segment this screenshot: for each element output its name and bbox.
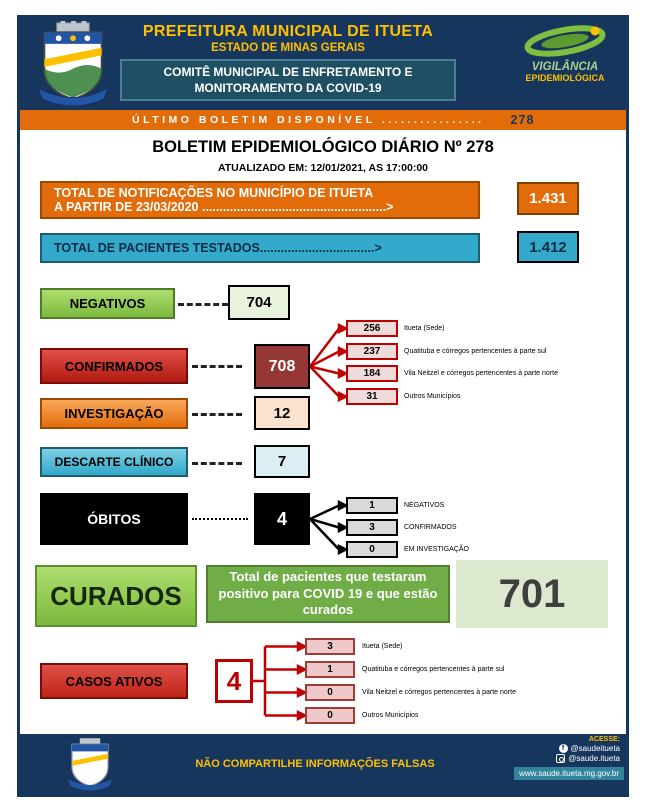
footer-social-block: ACESSE: f @saudeitueta @saude.itueta www… [474, 736, 624, 781]
active-cases-label: CASOS ATIVOS [40, 663, 188, 699]
deaths-confirmed-label: CONFIRMADOS [404, 524, 457, 531]
confirmed-quatituba-value: 237 [346, 343, 398, 360]
confirmed-breakdown-arrows [310, 322, 346, 403]
investigation-label: INVESTIGAÇÃO [40, 398, 188, 429]
deaths-value: 4 [254, 493, 310, 545]
committee-banner: COMITÊ MUNICIPAL DE ENFRETAMENTO E MONIT… [120, 59, 456, 102]
confirmed-itueta-value: 256 [346, 320, 398, 337]
access-label: ACESSE: [588, 736, 620, 743]
deaths-connector [192, 518, 248, 520]
negatives-label: NEGATIVOS [40, 288, 175, 319]
city-hall-title: PREFEITURA MUNICIPAL DE ITUETA [142, 23, 434, 40]
total-notifications-value: 1.431 [517, 182, 579, 215]
clinical-discard-value: 7 [254, 445, 310, 478]
facebook-handle-text: @saudeitueta [570, 744, 621, 753]
investigation-value: 12 [254, 396, 310, 430]
clinical-discard-label: DESCARTE CLÍNICO [40, 447, 188, 477]
state-subtitle: ESTADO DE MINAS GERAIS [211, 42, 365, 54]
website-link[interactable]: www.saude.itueta.mg.gov.br [514, 767, 624, 780]
committee-line1: COMITÊ MUNICIPAL DE ENFRETAMENTO E [163, 65, 413, 79]
bulletin-title: BOLETIM EPIDEMIOLÓGICO DIÁRIO Nº 278 [152, 138, 494, 156]
header: PREFEITURA MUNICIPAL DE ITUETA ESTADO DE… [20, 18, 626, 130]
active-cases-breakdown-arrows [253, 640, 305, 722]
active-other-cities-label: Outros Municípios [362, 712, 419, 719]
deaths-breakdown-arrows [310, 499, 346, 556]
active-quatituba-label: Quatituba e córregos pertencentes à part… [362, 666, 505, 673]
deaths-label: ÓBITOS [40, 493, 188, 545]
total-tested-value: 1.412 [517, 231, 579, 263]
total-tested-bar: TOTAL DE PACIENTES TESTADOS.............… [40, 233, 480, 263]
cured-label: CURADOS [35, 565, 197, 627]
committee-line2: MONITORAMENTO DA COVID-19 [194, 81, 382, 96]
deaths-investigation-label: EM INVESTIGAÇÃO [404, 546, 469, 553]
municipal-coat-of-arms [36, 21, 110, 107]
confirmed-connector [192, 365, 242, 368]
total-notifications-bar: TOTAL DE NOTIFICAÇÕES NO MUNICÍPIO DE IT… [40, 181, 480, 219]
epidemiological-surveillance-logo: VIGILÂNCIA EPIDEMIOLÓGICA [508, 24, 622, 83]
negatives-value: 704 [228, 285, 290, 320]
instagram-handle-text: @saude.itueta [568, 754, 620, 763]
last-bulletin-label: ÚLTIMO BOLETIM DISPONÍVEL ..............… [132, 114, 485, 126]
deaths-negatives-value: 1 [346, 497, 398, 514]
deaths-confirmed-value: 3 [346, 519, 398, 536]
green-swoosh-icon [524, 25, 606, 57]
active-vila-neitzel-label: Vila Neitzel e córregos pertencentes à p… [362, 689, 516, 696]
confirmed-quatituba-label: Quatituba e córregos pertencentes à part… [404, 348, 547, 355]
deaths-investigation-value: 0 [346, 541, 398, 558]
vigilancia-label: VIGILÂNCIA [531, 61, 599, 73]
last-bulletin-number: 278 [510, 113, 535, 127]
notifications-label-line1: TOTAL DE NOTIFICAÇÕES NO MUNICÍPIO DE IT… [54, 186, 374, 200]
epidemiologica-label: EPIDEMIOLÓGICA [525, 73, 605, 83]
active-itueta-value: 3 [305, 638, 355, 655]
active-itueta-label: Itueta (Sede) [362, 643, 403, 650]
confirmed-vila-neitzel-label: Vila Neitzel e córregos pertencentes à p… [404, 370, 558, 377]
cured-description: Total de pacientes que testaram positivo… [206, 565, 450, 623]
bulletin-updated-timestamp: ATUALIZADO EM: 12/01/2021, AS 17:00:00 [217, 162, 429, 174]
footer-coat-of-arms [67, 738, 113, 791]
bulletin-page: PREFEITURA MUNICIPAL DE ITUETA ESTADO DE… [17, 15, 629, 797]
footer: NÃO COMPARTILHE INFORMAÇÕES FALSAS ACESS… [20, 734, 626, 794]
investigation-connector [192, 413, 242, 416]
cured-value: 701 [456, 560, 608, 628]
active-cases-value: 4 [215, 659, 253, 703]
confirmed-other-cities-value: 31 [346, 388, 398, 405]
instagram-icon [556, 754, 566, 763]
header-titles: PREFEITURA MUNICIPAL DE ITUETA ESTADO DE… [120, 23, 456, 102]
active-quatituba-value: 1 [305, 661, 355, 678]
instagram-handle[interactable]: @saude.itueta [474, 754, 620, 763]
facebook-handle[interactable]: f @saudeitueta [474, 744, 620, 753]
confirmed-label: CONFIRMADOS [40, 348, 188, 384]
active-vila-neitzel-value: 0 [305, 684, 355, 701]
active-other-cities-value: 0 [305, 707, 355, 724]
confirmed-value: 708 [254, 344, 310, 389]
deaths-negatives-label: NEGATIVOS [404, 502, 445, 509]
notifications-label-line2: A PARTIR DE 23/03/2020 .................… [54, 200, 394, 214]
last-bulletin-strip: ÚLTIMO BOLETIM DISPONÍVEL ..............… [20, 110, 626, 130]
tested-label: TOTAL DE PACIENTES TESTADOS.............… [54, 241, 382, 255]
negatives-connector [178, 303, 228, 306]
clinical-discard-connector [192, 462, 242, 465]
confirmed-vila-neitzel-value: 184 [346, 365, 398, 382]
facebook-icon: f [558, 744, 568, 753]
footer-warning-message: NÃO COMPARTILHE INFORMAÇÕES FALSAS [195, 758, 435, 770]
confirmed-itueta-label: Itueta (Sede) [404, 325, 445, 332]
confirmed-other-cities-label: Outros Municípios [404, 393, 461, 400]
